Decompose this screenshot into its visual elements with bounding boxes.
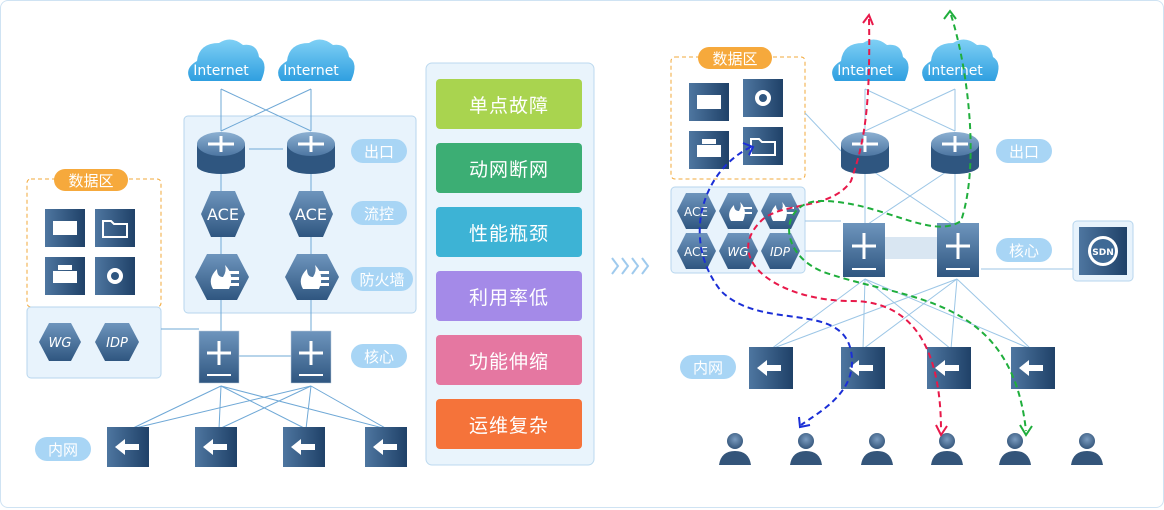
firewall-tag: 防火墙 [351,267,413,291]
internet-cloud: Internet [278,39,355,81]
folder-icon [95,209,135,247]
intranet-tag: 内网 [680,355,736,379]
data-zone-tag: 数据区 [54,169,128,191]
user-avatar-icon [931,433,963,465]
green-arrowhead-icon [943,9,957,20]
issue-single-point-failure: 单点故障 [436,79,582,129]
idp-device: IDP [761,233,800,269]
idp-label: IDP [770,245,791,259]
flow-control-label: 流控 [364,205,394,223]
exit-tag: 出口 [996,139,1052,163]
chevron-arrows-icon [611,257,650,275]
issue-performance-bottleneck: 性能瓶颈 [436,207,582,257]
user-avatar-icon [790,433,822,465]
access-switch-icon [195,427,237,467]
data-zone-label: 数据区 [68,172,113,190]
cloud-label: Internet [837,63,893,79]
intranet-tag: 内网 [35,437,91,461]
core-label: 核心 [1009,242,1039,260]
blue-arrowhead-icon [742,142,755,156]
user-avatar-icon [999,433,1031,465]
ace-label: ACE [207,205,239,224]
core-switch-icon [290,330,332,384]
router-icon [931,132,979,174]
printer-icon [689,131,729,169]
right-topology: Internet Internet [670,9,1134,465]
access-switch-icon [749,347,793,389]
server-icon [689,83,729,121]
user-avatar-icon [861,433,893,465]
wg-device: WG [719,233,758,269]
core-tag: 核心 [996,238,1052,262]
firewall-icon [195,254,249,300]
blue-arrowhead-icon [798,416,811,429]
wg-label: WG [49,336,72,351]
ace-device: ACE [201,191,245,237]
access-switch-icon [1011,347,1055,389]
issue-complex-operations: 运维复杂 [436,399,582,449]
core-switch-icon [843,223,885,277]
blue-traffic-flow [698,146,854,426]
cloud-label: Internet [283,63,339,79]
red-traffic-flow [747,18,942,432]
red-arrowhead-icon [935,424,948,437]
internet-cloud: Internet [188,39,265,81]
core-tag: 核心 [351,344,407,368]
access-switch-icon [283,427,325,467]
printer-icon [45,257,85,295]
exit-label: 出口 [364,143,394,161]
green-arrowhead-icon [1019,424,1033,437]
firewall-label: 防火墙 [359,271,404,289]
issue-function-scaling: 功能伸缩 [436,335,582,385]
access-switch-icon [107,427,149,467]
wg-label: WG [727,245,748,259]
flow-control-tag: 流控 [351,201,407,225]
camera-icon [743,79,783,117]
idp-label: IDP [106,336,128,351]
cloud-label: Internet [193,63,249,79]
cloud-label: Internet [927,63,983,79]
exit-label: 出口 [1009,143,1039,161]
sdn-controller-icon: SDN [1079,227,1127,275]
internet-cloud: Internet [922,39,999,81]
access-switch-icon [927,347,971,389]
ace-label: ACE [684,245,708,259]
core-link [885,237,937,259]
green-traffic-flow [788,14,1027,432]
exit-tag: 出口 [351,139,407,163]
internet-cloud: Internet [832,39,909,81]
access-switch-icon [365,427,407,467]
intranet-label: 内网 [693,359,723,377]
data-zone-tag: 数据区 [698,47,772,69]
left-topology: Internet Internet ACE ACE [26,39,417,467]
data-zone-label: 数据区 [712,50,757,68]
server-icon [45,209,85,247]
issue-network-outage: 动网断网 [436,143,582,193]
camera-icon [95,257,135,295]
ace-label: ACE [295,205,327,224]
router-icon [287,132,335,174]
core-switch-icon [198,330,240,384]
core-label: 核心 [364,348,394,366]
firewall-icon [719,193,758,229]
firewall-icon [285,254,339,300]
idp-device: IDP [95,323,139,361]
router-icon [841,132,889,174]
intranet-label: 内网 [48,441,78,459]
user-avatar-icon [719,433,751,465]
red-arrowhead-icon [862,12,874,26]
wg-device: WG [39,323,81,361]
user-avatar-icon [1071,433,1103,465]
router-icon [197,132,245,174]
issue-low-utilization: 利用率低 [436,271,582,321]
core-switch-icon [937,223,979,277]
ace-device: ACE [289,191,333,237]
ace-label: ACE [684,205,708,219]
sdn-label: SDN [1092,248,1114,258]
